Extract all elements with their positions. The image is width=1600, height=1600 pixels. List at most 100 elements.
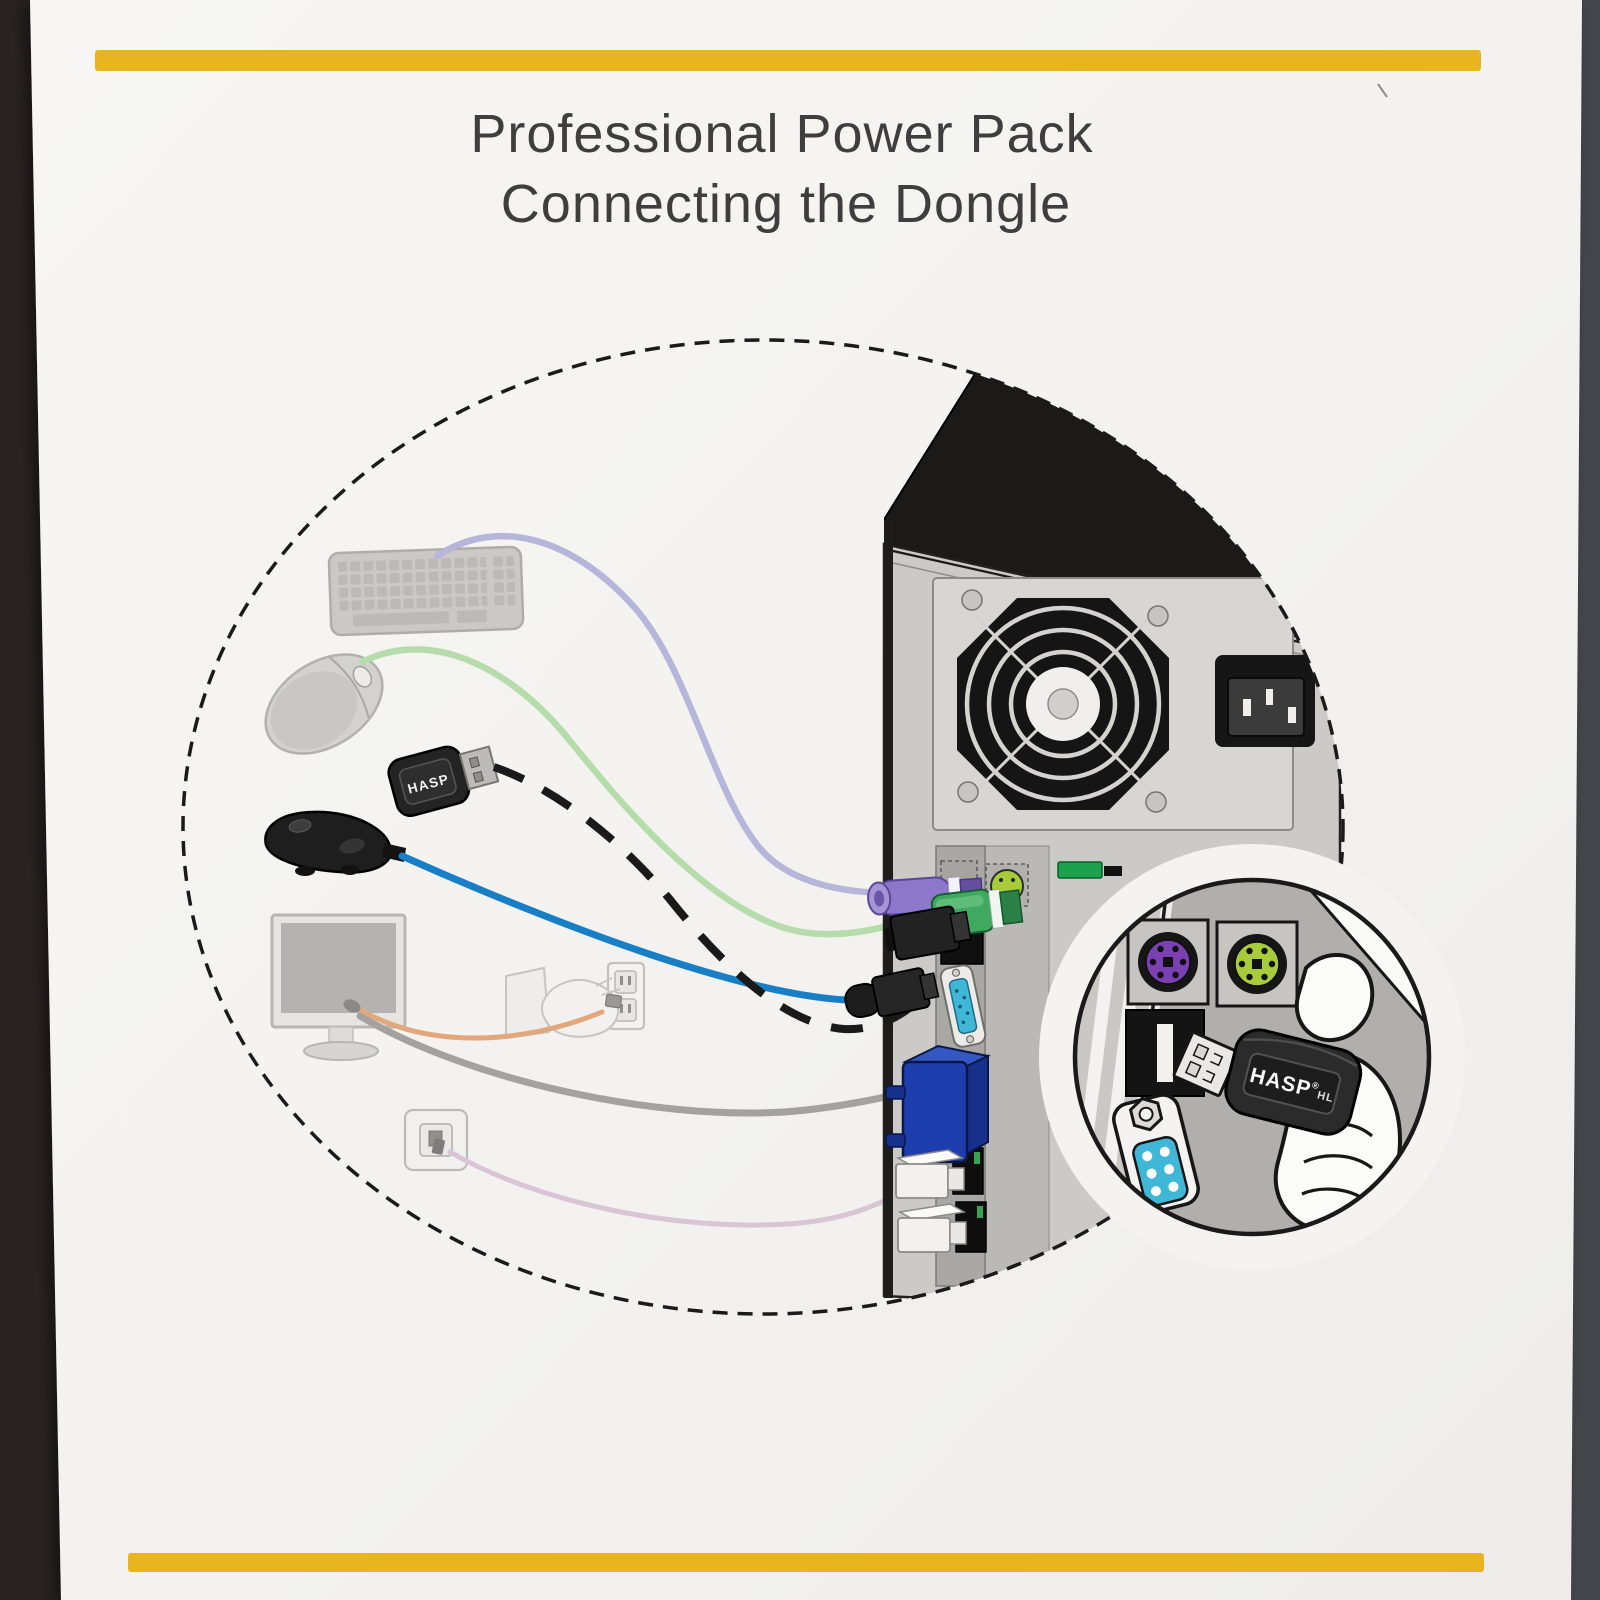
usb-shell-hole: [1184, 1060, 1202, 1078]
receiver-indicator: [288, 819, 312, 833]
pin: [962, 995, 967, 1000]
mouse-illustration: [264, 653, 384, 755]
inlet-pin-slot: [1288, 707, 1296, 723]
page-title: Professional Power Pack Connecting the D…: [470, 104, 1093, 234]
fan-ring: [964, 605, 1162, 803]
keyboard-spacebar: [352, 611, 450, 627]
screw: [1145, 791, 1167, 813]
dongle-dashed-cable: [492, 763, 932, 1034]
receiver-foot: [295, 866, 315, 876]
pin: [958, 1004, 962, 1009]
usb-shell-hole: [1192, 1043, 1210, 1061]
title-line-2: Connecting the Dongle: [501, 174, 1071, 234]
keyboard-illustration: [327, 545, 525, 637]
switch-tail: [1104, 866, 1122, 876]
dongle-label-plate: [1242, 1052, 1342, 1115]
receiver-button: [339, 838, 365, 854]
pin: [1157, 971, 1164, 979]
port-pin: [1011, 878, 1015, 882]
pin: [1159, 1146, 1170, 1157]
inset-hasp-dongle: HASP®HL: [1224, 1028, 1363, 1136]
hand-sleeve: [505, 966, 551, 1040]
rj11-plug-1: [895, 1149, 965, 1199]
usb-shell-hole: [468, 756, 481, 769]
paper-speck: [1377, 83, 1388, 98]
pin: [1149, 958, 1157, 966]
pin: [1172, 945, 1179, 953]
port-pin: [999, 878, 1003, 882]
usb-shell-mark: [1202, 1070, 1216, 1084]
usb-shell-mark: [1210, 1052, 1224, 1067]
pin: [965, 1011, 970, 1016]
inset-halo: [1039, 844, 1465, 1270]
pin: [1157, 945, 1164, 953]
monitor-cable-connector: [343, 999, 361, 1013]
inset-ps2-purple-port: [1126, 918, 1210, 1006]
keyboard-numpad: [489, 554, 516, 606]
faded-cables: [349, 532, 942, 1228]
fan-hub: [1047, 688, 1079, 720]
inlet-pin-slot: [1266, 689, 1273, 705]
pin: [1246, 947, 1253, 955]
connection-boundary-dashed-circle: [181, 338, 1345, 1316]
mouse-scroll-wheel: [352, 665, 373, 688]
pin: [1142, 1151, 1153, 1162]
pcb-sliver: [974, 1152, 980, 1164]
voltage-switch: [1057, 861, 1122, 879]
pin: [1172, 971, 1179, 979]
vga-hood-side: [966, 1054, 989, 1156]
vga-hood-front: [901, 1060, 969, 1164]
paper-sheet: [30, 0, 1582, 1600]
inset-usb-connector: [1172, 1031, 1240, 1097]
hand: [540, 979, 620, 1038]
plug-neck: [918, 972, 940, 1001]
magnifier-inset: HASP®HL: [1039, 844, 1465, 1270]
inset-ps2-green-port: [1215, 920, 1299, 1008]
outlet-slot: [620, 976, 623, 985]
top-accent-bar: [95, 50, 1481, 71]
mouse-cable: [358, 646, 942, 938]
phone-plug: [431, 1138, 445, 1155]
rj-plug-nose: [949, 1221, 967, 1245]
receiver-foot: [341, 865, 359, 875]
vga-thumbscrew: [885, 1133, 906, 1148]
receiver-cable: [398, 852, 850, 1004]
vga-thumbscrew: [885, 1085, 906, 1100]
usb-receiver: [264, 810, 406, 876]
dongle-bevel: [1243, 1038, 1358, 1068]
mouse-button-split: [328, 656, 370, 719]
inlet-pin-slot: [1243, 699, 1251, 716]
pin: [1261, 947, 1268, 955]
rj-plug-nose: [947, 1167, 965, 1191]
usb-plug-top: [883, 905, 972, 961]
monitor-power-cable: [349, 1001, 605, 1041]
key-slot: [1163, 957, 1173, 967]
inset-outline: [1072, 877, 1432, 1237]
pin: [1168, 1181, 1179, 1192]
pcb-sliver: [977, 1206, 983, 1218]
keyboard-cable: [433, 532, 904, 897]
screw: [951, 968, 961, 977]
rj-plug-body: [897, 1217, 951, 1253]
usb-plug-bottom: [844, 967, 940, 1019]
keyboard-key-block: [456, 609, 488, 623]
rj11-plug-2: [897, 1203, 967, 1253]
usb-shell-hole: [472, 770, 484, 783]
vga-blue-connector: [885, 1044, 991, 1164]
pin: [954, 989, 959, 993]
title-line-1: Professional Power Pack: [470, 104, 1093, 164]
fan-ring: [1008, 649, 1118, 759]
plug-neck: [949, 910, 972, 943]
power-inlet-recess: [1227, 677, 1305, 737]
mouse-shell: [270, 671, 358, 750]
fan-ring: [986, 627, 1140, 781]
screw: [1147, 605, 1169, 627]
pin: [1238, 960, 1246, 968]
screw: [965, 1035, 975, 1044]
hasp-reg-mark: ®: [1311, 1080, 1321, 1092]
monitor-screen: [281, 923, 396, 1013]
pin: [1146, 1168, 1157, 1179]
usb-port-tongue: [1157, 1024, 1173, 1082]
switch-slider: [1057, 861, 1103, 879]
